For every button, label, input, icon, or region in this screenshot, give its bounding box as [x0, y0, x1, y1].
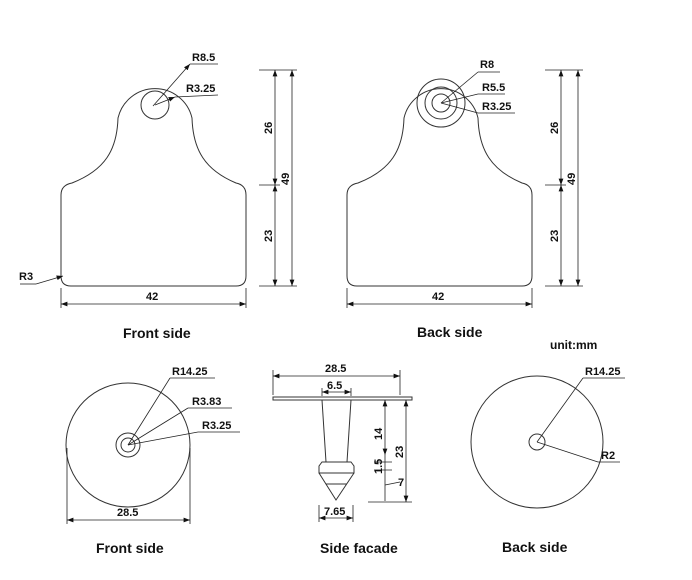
front-tag-total-height: 49 — [280, 173, 292, 185]
front-tag-lower-height: 23 — [263, 230, 275, 242]
side-plate-width: 28.5 — [325, 363, 346, 375]
back-disc-caption: Back side — [502, 539, 568, 555]
back-tag-outline — [346, 88, 533, 287]
front-tag-hole — [140, 90, 170, 120]
front-disc-caption: Front side — [96, 540, 164, 556]
side-tip-length: 7 — [398, 477, 404, 489]
side-facade-caption: Side facade — [320, 540, 398, 556]
side-step: 1.5 — [373, 459, 385, 474]
side-head — [318, 461, 355, 474]
back-tag-lower-height: 23 — [549, 230, 561, 242]
side-shaft-width: 6.5 — [327, 380, 342, 392]
front-disc-mid-ring — [115, 432, 141, 458]
back-tag-caption: Back side — [417, 324, 483, 340]
front-disc-outline — [65, 382, 191, 508]
front-disc-r-outer: R14.25 — [172, 366, 207, 378]
side-total-height: 23 — [394, 446, 406, 458]
back-tag-mid-ring — [424, 86, 458, 120]
back-tag-r-outer: R8 — [480, 59, 494, 71]
side-tip — [318, 472, 355, 501]
front-tag-r-outer: R8.5 — [192, 52, 215, 64]
front-tag-width: 42 — [146, 291, 158, 303]
front-disc-hole — [120, 437, 136, 453]
back-tag-r-hole: R3.25 — [482, 101, 511, 113]
side-shaft — [321, 399, 352, 463]
front-tag-r-hole: R3.25 — [186, 83, 215, 95]
front-disc-r-mid: R3.83 — [192, 396, 221, 408]
back-tag-total-height: 49 — [566, 173, 578, 185]
back-tag-view: R8 R5.5 R3.25 42 26 49 23 Back side — [346, 59, 583, 340]
back-disc-hole — [528, 433, 546, 451]
back-tag-outer-ring — [416, 78, 466, 128]
side-plate — [272, 396, 413, 401]
unit-label: unit:mm — [550, 338, 597, 352]
back-disc-r-outer: R14.25 — [585, 366, 620, 378]
front-tag-r-corner: R3 — [19, 271, 33, 283]
front-disc-diameter: 28.5 — [117, 507, 138, 519]
side-shaft-length: 14 — [373, 427, 385, 440]
front-tag-upper-height: 26 — [263, 122, 275, 134]
back-tag-upper-height: 26 — [549, 122, 561, 134]
front-tag-outline — [60, 88, 247, 287]
back-tag-r-mid: R5.5 — [482, 82, 505, 94]
back-disc-r-hole: R2 — [601, 450, 615, 462]
back-disc-view: R14.25 R2 Back side — [470, 366, 625, 555]
front-disc-view: R14.25 R3.83 R3.25 28.5 Front side — [65, 366, 240, 556]
side-facade-view: 28.5 6.5 14 1.5 7 23 7.65 Side facade — [272, 363, 413, 556]
back-disc-outline — [470, 375, 604, 509]
front-tag-view: R8.5 R3.25 R3 42 26 49 23 Front side — [19, 52, 297, 341]
side-head-width: 7.65 — [324, 506, 345, 518]
front-disc-r-hole: R3.25 — [202, 420, 231, 432]
back-tag-width: 42 — [432, 291, 444, 303]
front-tag-caption: Front side — [123, 325, 191, 341]
back-tag-hole — [431, 93, 451, 113]
